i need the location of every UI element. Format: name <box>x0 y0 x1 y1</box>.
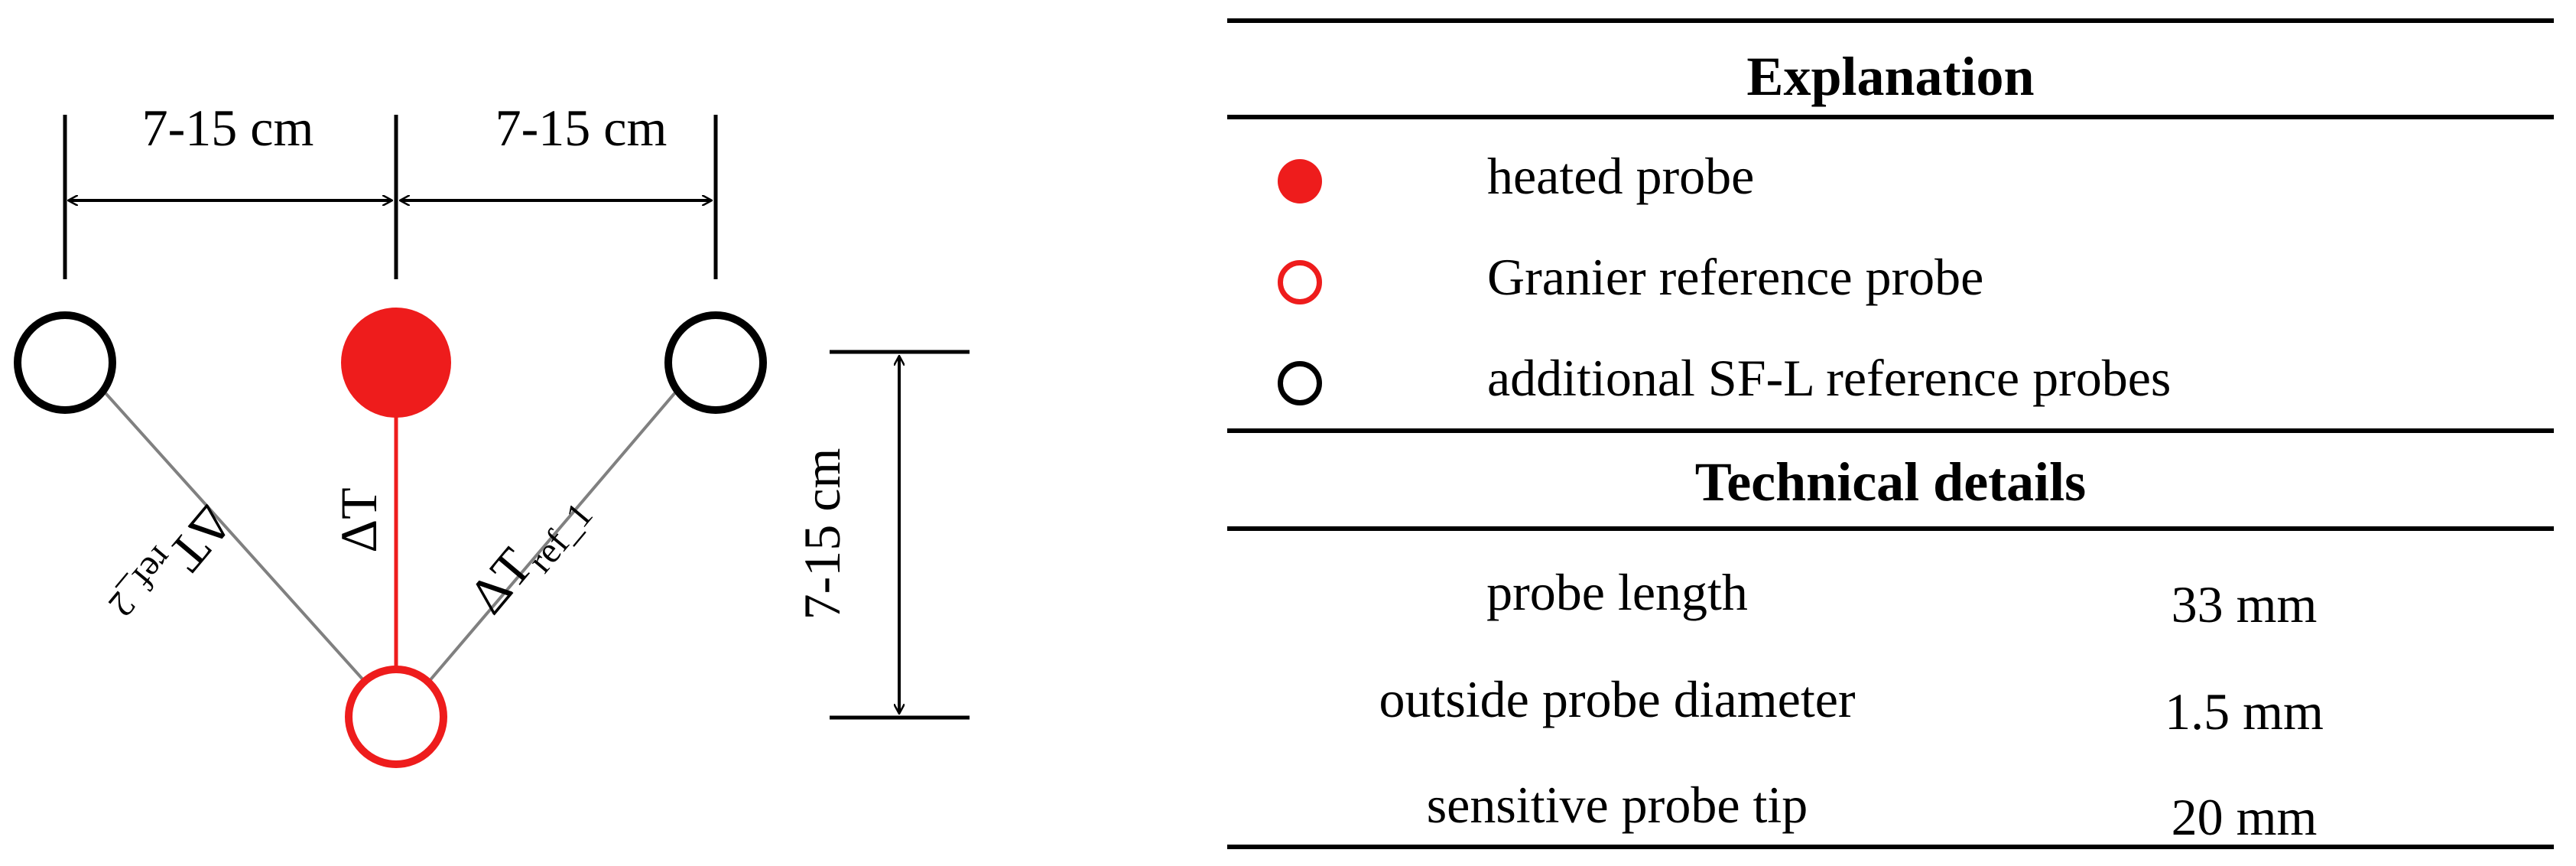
technical-details-heading-rule <box>1227 526 2554 531</box>
table-bottom-rule <box>1227 845 2554 849</box>
filled-red-circle-icon <box>1278 159 1322 203</box>
legend-item-sfl: additional SF-L reference probes <box>1227 337 2554 421</box>
detail-row-probe-length: probe length 33 mm <box>1227 546 2554 638</box>
legend-item-granier: Granier reference probe <box>1227 236 2554 320</box>
detail-row-sensitive-tip: sensitive probe tip 20 mm <box>1227 759 2554 851</box>
sfl-reference-probe-right <box>664 311 767 414</box>
explanation-heading-rule <box>1227 115 2554 119</box>
detail-value: 20 mm <box>2171 788 2318 846</box>
spacing-vertical-label: 7-15 cm <box>793 448 851 620</box>
legend-item-label: heated probe <box>1487 147 1755 205</box>
detail-value: 1.5 mm <box>2165 682 2324 741</box>
open-red-circle-icon <box>1278 260 1322 304</box>
connector-ref2 <box>98 385 367 684</box>
heated-probe <box>341 308 451 418</box>
explanation-bottom-rule <box>1227 428 2554 433</box>
detail-name: sensitive probe tip <box>1426 776 1808 834</box>
legend-item-label: Granier reference probe <box>1487 248 1984 306</box>
explanation-and-details-table: Explanation heated probe Granier referen… <box>1227 18 2554 852</box>
delta-t-label: ΔT <box>330 487 388 552</box>
delta-t-ref1-label: ΔTref_1 <box>457 477 600 630</box>
technical-details-heading: Technical details <box>1694 451 2087 513</box>
detail-value: 33 mm <box>2171 575 2318 633</box>
explanation-heading: Explanation <box>1746 46 2035 107</box>
legend-item-heated: heated probe <box>1227 135 2554 219</box>
spacing-left-label: 7-15 cm <box>142 99 314 157</box>
granier-reference-probe <box>345 666 447 768</box>
detail-name: outside probe diameter <box>1379 670 1856 728</box>
open-black-circle-icon <box>1278 361 1322 405</box>
table-top-rule <box>1227 18 2554 23</box>
detail-name: probe length <box>1486 563 1748 621</box>
delta-t-ref2-label: ΔTref_2 <box>100 489 243 641</box>
spacing-right-label: 7-15 cm <box>495 99 668 157</box>
legend-item-label: additional SF-L reference probes <box>1487 349 2172 407</box>
connector-ref1 <box>427 385 682 684</box>
detail-row-outside-diameter: outside probe diameter 1.5 mm <box>1227 653 2554 745</box>
sfl-reference-probe-left <box>14 311 116 414</box>
probe-arrangement-diagram: 7-15 cm 7-15 cm ΔT ΔTref_1 ΔTref_2 7-15 … <box>14 99 970 768</box>
